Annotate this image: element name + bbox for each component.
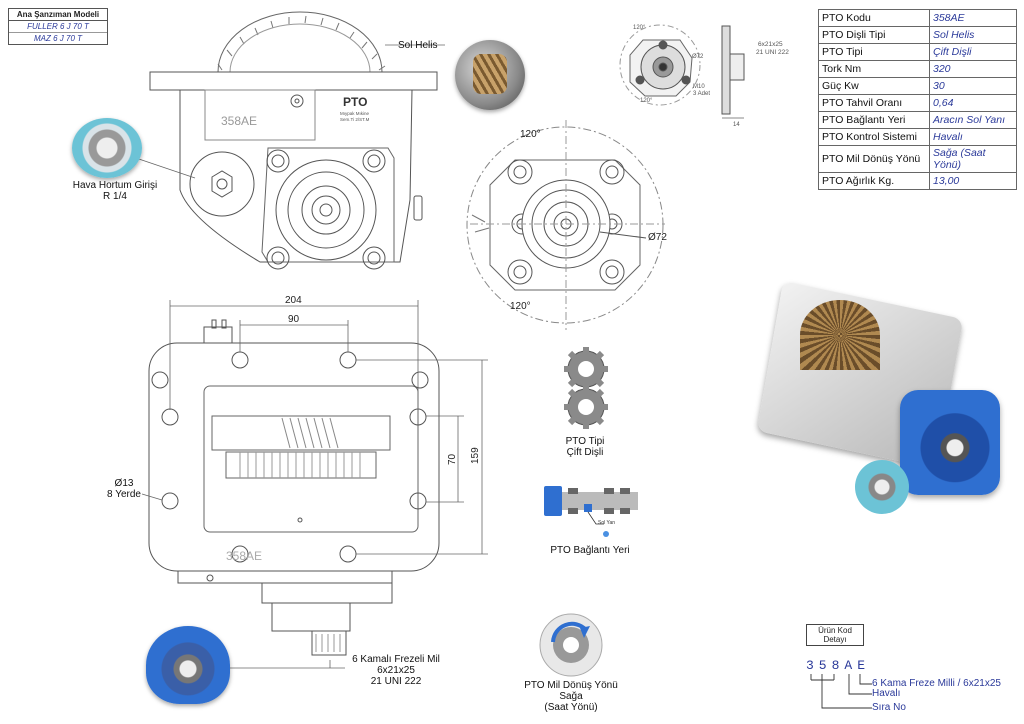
product-code-box: Ürün Kod Detayı bbox=[806, 624, 864, 646]
gear-closeup-photo bbox=[455, 40, 525, 110]
double-gear-icon bbox=[564, 347, 608, 429]
part-code-top: 358AE bbox=[221, 114, 257, 128]
dim-70: 70 bbox=[447, 453, 458, 465]
spec-value: Sol Helis bbox=[929, 26, 1017, 44]
air-inlet-label: Hava Hortum Girişi R 1/4 bbox=[60, 180, 170, 202]
dim-204: 204 bbox=[285, 295, 302, 306]
angle-label-top: 120° bbox=[520, 129, 541, 140]
leader-lines bbox=[129, 44, 445, 669]
dim-159: 159 bbox=[470, 447, 481, 464]
shaft-line3: 21 UNI 222 bbox=[370, 676, 422, 687]
rotation-line2: Sağa bbox=[559, 691, 583, 702]
shaft-line1: 6 Kamalı Frezeli Mil bbox=[352, 654, 440, 665]
small-dim-14: 14 bbox=[733, 122, 740, 128]
small-angle-top: 120° bbox=[633, 25, 646, 31]
small-m10-count: 3 Adet bbox=[693, 91, 710, 97]
helical-gear-outline bbox=[217, 11, 383, 73]
gear-teeth-photo bbox=[473, 54, 507, 94]
rotation-icon bbox=[539, 613, 603, 677]
model-item: MAZ 6 J 70 T bbox=[33, 34, 82, 43]
spec-key: PTO Kontrol Sistemi bbox=[818, 128, 930, 146]
air-inlet-render bbox=[855, 460, 909, 514]
gear-type-line2: Çift Dişli bbox=[566, 447, 604, 458]
model-table: Ana Şanzıman Modeli FULLER 6 J 70 T MAZ … bbox=[8, 8, 108, 45]
product-code-title1: Ürün Kod bbox=[818, 626, 852, 635]
model-item: FULLER 6 J 70 T bbox=[9, 21, 107, 33]
diameter-72-label: Ø72 bbox=[648, 232, 667, 243]
pto-logo: PTO bbox=[343, 95, 367, 109]
code-note-e: 6 Kama Freze Milli / 6x21x25 bbox=[872, 678, 1001, 689]
blue-flange-render bbox=[900, 390, 1000, 495]
spec-key: Tork Nm bbox=[818, 60, 930, 78]
gear-type-label: PTO Tipi Çift Dişli bbox=[545, 436, 625, 458]
air-inlet-photo bbox=[72, 118, 142, 178]
code-note-a: Havalı bbox=[872, 688, 901, 699]
air-inlet-boss bbox=[189, 151, 255, 217]
hole-count: 8 Yerde bbox=[107, 489, 141, 500]
small-dia-label: Ø72 bbox=[692, 54, 704, 60]
model-table-title: Ana Şanzıman Modeli bbox=[9, 9, 107, 21]
small-angle-bottom: 120° bbox=[640, 98, 653, 104]
product-code-digits: 358AE bbox=[806, 658, 871, 673]
rotation-label: PTO Mil Dönüş Yönü Sağa (Saat Yönü) bbox=[516, 680, 626, 713]
spec-key: PTO Tipi bbox=[818, 43, 930, 61]
helical-teeth bbox=[281, 417, 339, 449]
product-code-leaders bbox=[810, 674, 872, 709]
truck-connection-label: PTO Bağlantı Yeri bbox=[550, 545, 630, 556]
rotation-line3: (Saat Yönü) bbox=[544, 702, 598, 713]
gear-render bbox=[800, 300, 880, 370]
angle-label-bottom: 120° bbox=[510, 301, 531, 312]
product-code-title2: Detayı bbox=[823, 635, 847, 644]
gear-type-line1: PTO Tipi bbox=[565, 436, 605, 447]
shaft-line2: 6x21x25 bbox=[377, 665, 415, 676]
logo-sub2: Sem.Ti 2/ST.M bbox=[340, 117, 370, 122]
spec-key: PTO Ağırlık Kg. bbox=[818, 172, 930, 190]
logo-sub1: Mıypak Mıkine bbox=[340, 111, 370, 116]
small-m10: M10 bbox=[693, 84, 705, 90]
sol-helis-label: Sol Helis bbox=[398, 40, 437, 51]
dim-90: 90 bbox=[288, 314, 300, 325]
air-inlet-line2: R 1/4 bbox=[103, 191, 127, 202]
small-spline-2: 21 UNI 222 bbox=[756, 49, 789, 56]
part-code-bottom: 358AE bbox=[226, 549, 262, 563]
spec-value: 13,00 bbox=[929, 172, 1017, 190]
rotation-line1: PTO Mil Dönüş Yönü bbox=[524, 680, 618, 691]
gear-teeth bbox=[217, 15, 386, 73]
spec-row: PTO Ağırlık Kg.13,00 bbox=[818, 172, 1017, 190]
hole-label: Ø13 8 Yerde bbox=[104, 478, 144, 500]
air-inlet-line1: Hava Hortum Girişi bbox=[72, 180, 158, 191]
flange-pcd-circle bbox=[466, 126, 664, 324]
hole-dia: Ø13 bbox=[114, 478, 134, 489]
truck-side-label: Sol Yan bbox=[598, 520, 616, 526]
small-spline-1: 6x21x25 bbox=[758, 41, 783, 48]
shaft-label: 6 Kamalı Frezeli Mil 6x21x25 21 UNI 222 bbox=[336, 654, 456, 687]
truck-icon bbox=[544, 486, 638, 537]
dimension-lines bbox=[169, 300, 488, 555]
code-note-358: Sıra No bbox=[872, 702, 906, 713]
spec-key: PTO Mil Dönüş Yönü bbox=[818, 145, 930, 173]
pto-3d-render bbox=[756, 280, 1010, 515]
shaft-photo bbox=[146, 626, 230, 704]
top-housing-flange bbox=[149, 71, 438, 91]
